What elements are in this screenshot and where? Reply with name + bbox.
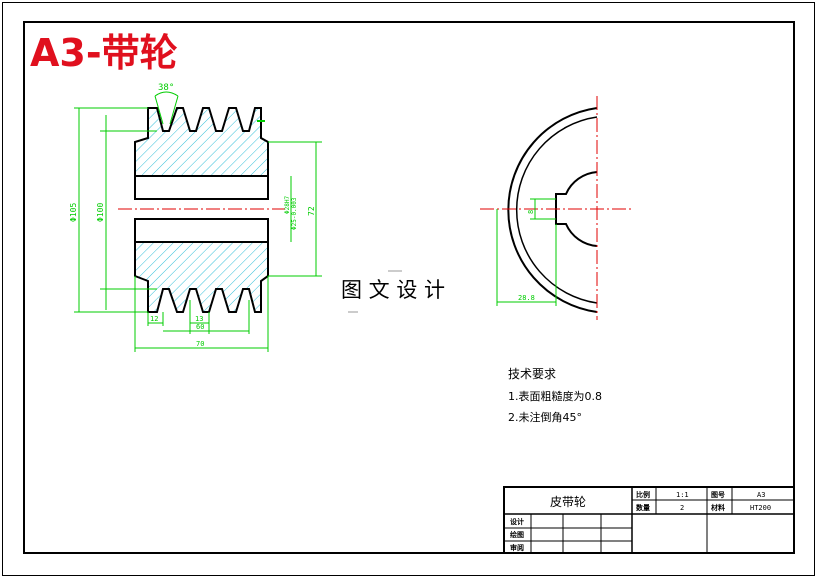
title-block-frame xyxy=(503,486,795,554)
scale-value: 1:1 xyxy=(676,491,689,499)
tech-req-title: 技术要求 xyxy=(508,367,556,381)
side-view: 8 28.8 xyxy=(480,96,632,320)
bore-upper xyxy=(134,175,269,200)
inner-frame xyxy=(23,21,795,554)
review-label: 审阅 xyxy=(510,543,524,552)
draw-label: 绘图 xyxy=(510,530,524,539)
side-outer-arc xyxy=(507,107,598,313)
dim-bore-lower-label: Φ25-0.003 xyxy=(291,197,298,230)
bore-lower xyxy=(134,218,269,243)
angle-ext-2 xyxy=(169,95,179,125)
d28-dim-label: 28.8 xyxy=(518,294,535,302)
drawing-no-label: 图号 xyxy=(711,490,725,499)
material-label: 材料 xyxy=(710,503,725,512)
drawing-title: A3-带轮 xyxy=(30,31,178,75)
dim-inner-label: Φ100 xyxy=(96,203,105,222)
section-view: 38° Φ105 Φ100 72 Φ28H7 Φ25-0.003 12 13 xyxy=(69,83,322,352)
material-value: HT200 xyxy=(750,504,771,512)
scale-label: 比例 xyxy=(636,490,650,499)
dim-height-label: 72 xyxy=(307,206,316,216)
qty-label: 数量 xyxy=(636,503,650,512)
dim-bore-upper-label: Φ28H7 xyxy=(284,196,291,214)
tech-req-item-2: 2.未注倒角45° xyxy=(508,410,582,424)
qty-value: 2 xyxy=(680,504,684,512)
dim-13-label: 13 xyxy=(195,315,203,323)
tech-req-item-1: 1.表面粗糙度为0.8 xyxy=(508,389,602,403)
angle-ext-1 xyxy=(154,95,164,125)
dim-outer-label: Φ105 xyxy=(69,203,78,222)
key-dim-label: 8 xyxy=(527,210,535,214)
upper-section-hatch xyxy=(134,107,269,177)
title-block: 皮带轮 比例 1:1 图号 A3 数量 2 材料 HT200 设计 绘图 审阅 xyxy=(503,486,795,554)
dim-12-label: 12 xyxy=(150,315,158,323)
drawing-no-value: A3 xyxy=(757,491,765,499)
angle-arc xyxy=(154,91,179,97)
lower-section-hatch xyxy=(134,241,269,313)
side-inner-arc xyxy=(515,116,598,304)
dim-60-label: 60 xyxy=(196,323,204,331)
part-name: 皮带轮 xyxy=(550,495,586,509)
angle-label: 38° xyxy=(158,83,174,93)
watermark-text: 图 文 设 计 xyxy=(341,278,445,302)
design-label: 设计 xyxy=(510,517,524,526)
dim-70-label: 70 xyxy=(196,340,204,348)
